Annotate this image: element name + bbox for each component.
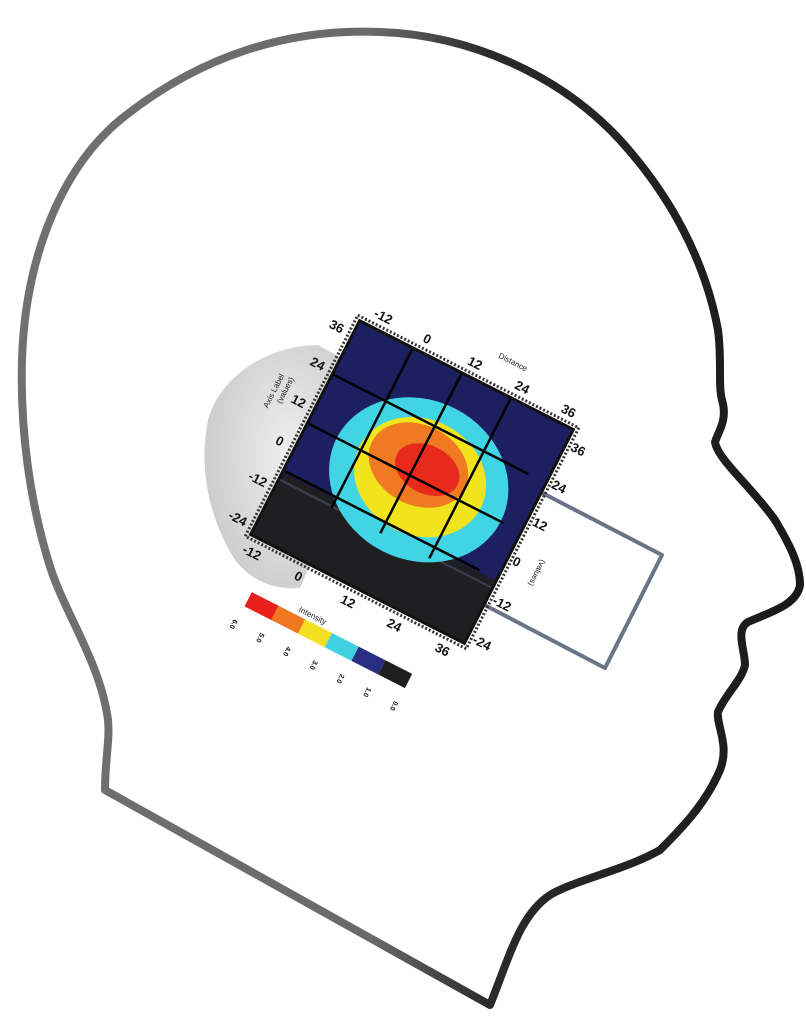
head-diagram: -12 0 12 24 36 -12 0 12 24 36 36 24 12 0… (0, 0, 806, 1018)
